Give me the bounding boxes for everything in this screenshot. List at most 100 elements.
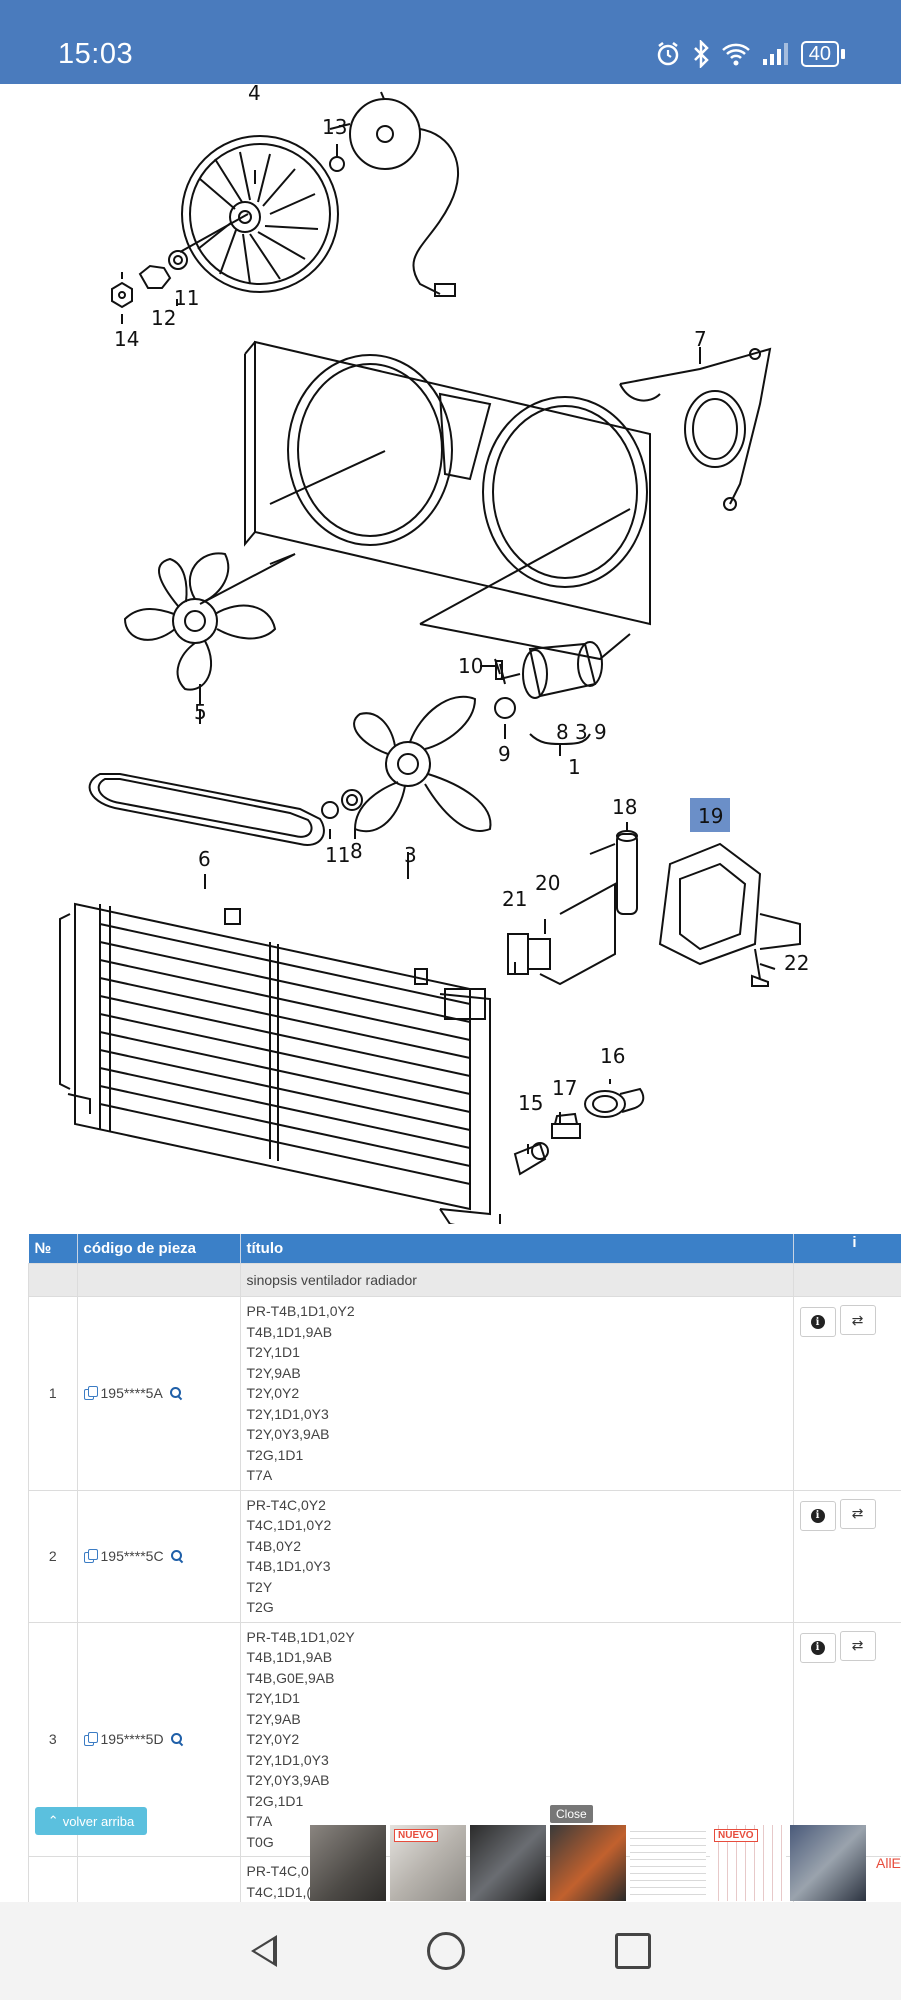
recents-nav-icon[interactable] [614,1933,651,1969]
header-title: título [240,1234,794,1264]
group-num-cell [28,1263,78,1297]
motor-1-drawing [494,641,603,756]
parts-diagram: 4 13 14 12 11 7 5 10 8 3 9 1 9 6 11 8 3 … [59,84,809,1224]
callout-21[interactable]: 21 [502,887,527,911]
title-line: T2Y,0Y2 [246,1731,300,1747]
info-button[interactable]: i [799,1307,836,1337]
callout-18[interactable]: 18 [612,795,637,819]
part-code[interactable]: 195****5A [100,1385,163,1402]
callout-15[interactable]: 15 [518,1091,543,1115]
battery-level: 40 [800,41,839,67]
row-num: 2 [28,1489,78,1623]
fan-3-drawing [321,695,492,833]
copy-icon[interactable] [83,1732,98,1747]
compare-button[interactable]: ⇄ [839,1305,876,1335]
search-icon[interactable] [170,1733,183,1745]
row-code-cell: 195****5A [76,1296,241,1491]
callout-12[interactable]: 12 [151,306,176,330]
row-actions: i⇄ [792,1621,901,1857]
search-icon[interactable] [169,1387,182,1399]
ad-thumbnail[interactable] [630,1825,706,1901]
ad-thumbnail[interactable] [550,1825,626,1901]
group-code-cell [76,1263,241,1297]
ad-strip[interactable]: NUEVO NUEVO AllE [310,1825,901,1901]
group-label: sinopsis ventilador radiador [239,1263,794,1297]
callout-11b[interactable]: 11 [325,843,350,867]
callout-19[interactable]: 19 [698,804,723,828]
fan-shroud-drawing [179,135,339,293]
callout-22[interactable]: 22 [784,951,809,975]
title-line: PR-T4B,1D1,02Y [246,1628,355,1645]
ad-thumbnail[interactable] [790,1825,866,1901]
title-line: T7A [246,1467,273,1483]
callout-10[interactable]: 10 [458,654,483,678]
callout-20[interactable]: 20 [535,871,560,895]
title-line: T2Y,0Y3,9AB [246,1772,330,1788]
belt-drawing [88,773,325,846]
radiator-frame-drawing [244,340,651,661]
row-title-cell: PR-T4C,0Y2 T4C,1D1,0Y2 T4B,0Y2 T4B,1D1,0… [239,1489,794,1623]
callout-5[interactable]: 5 [194,700,207,724]
row-code-cell [76,1856,241,1907]
table-row: 3 195****5D PR-T4B,1D1,02Y T4B,1D1,9AB T… [28,1621,901,1857]
title-line: PR-T4C,0Y2 [246,1496,326,1513]
wifi-icon [721,43,750,66]
compare-button[interactable]: ⇄ [839,1498,876,1529]
back-to-top-button[interactable]: ⌃ volver arriba [35,1807,147,1835]
header-num: № [28,1234,78,1264]
title-line: T2Y [246,1578,273,1595]
fan-5-drawing [123,552,296,704]
copy-icon[interactable] [83,1549,98,1563]
callout-9b[interactable]: 9 [498,742,511,766]
info-icon: i [810,1640,825,1655]
compare-button[interactable]: ⇄ [839,1630,876,1661]
chevron-up-icon: ⌃ [47,1813,59,1828]
ad-thumbnail[interactable] [470,1825,546,1901]
callout-3a[interactable]: 3 [575,720,588,744]
callout-1[interactable]: 1 [568,755,581,779]
info-button[interactable]: i [799,1500,836,1531]
callout-13[interactable]: 13 [322,115,347,139]
callout-3b[interactable]: 3 [404,843,417,867]
callout-8b[interactable]: 8 [350,839,363,863]
table-header-row: № código de pieza título i [28,1234,901,1264]
callout-14[interactable]: 14 [114,327,139,351]
title-line: T7A [246,1813,273,1829]
info-button[interactable]: i [799,1632,836,1663]
title-line: T2Y,1D1 [246,1690,300,1706]
ad-close-button[interactable]: Close [550,1805,593,1823]
back-nav-icon[interactable] [250,1935,277,1967]
callout-7[interactable]: 7 [694,327,707,351]
title-line: T2Y,1D1,0Y3 [246,1405,329,1422]
callout-16[interactable]: 16 [600,1044,625,1068]
search-icon[interactable] [170,1550,183,1562]
title-line: T2Y,9AB [246,1364,301,1381]
row-num: 1 [28,1296,78,1491]
info-icon: i [810,1508,825,1523]
callout-17[interactable]: 17 [552,1076,577,1100]
callout-4[interactable]: 4 [248,84,261,105]
home-nav-icon[interactable] [426,1932,465,1970]
ad-thumbnail[interactable]: NUEVO [710,1825,786,1901]
table-row: 2 195****5C PR-T4C,0Y2 T4C,1D1,0Y2 T4B,0… [28,1489,901,1623]
title-line: T4B,0Y2 [246,1537,301,1554]
fan-motor-drawing [329,98,460,297]
part-code[interactable]: 195****5D [100,1731,164,1748]
callout-9a[interactable]: 9 [594,720,607,744]
swap-icon: ⇄ [851,1637,864,1653]
title-line: T2G [246,1599,274,1615]
callout-8a[interactable]: 8 [556,720,569,744]
ad-thumbnail[interactable]: NUEVO [390,1825,466,1901]
copy-icon[interactable] [83,1386,98,1401]
ad-more-label[interactable]: AllE [876,1855,901,1871]
swap-icon: ⇄ [851,1311,864,1328]
callout-11[interactable]: 11 [174,286,199,310]
part-code[interactable]: 195****5C [100,1548,164,1564]
ad-thumbnail[interactable] [310,1825,386,1901]
status-bar: 15:03 40 [0,0,901,84]
row-title-cell: PR-T4B,1D1,0Y2 T4B,1D1,9AB T2Y,1D1 T2Y,9… [239,1296,794,1491]
battery-icon [841,49,845,59]
callout-6[interactable]: 6 [198,847,211,871]
title-line: T2Y,0Y3,9AB [246,1426,330,1442]
swap-icon: ⇄ [851,1505,864,1521]
